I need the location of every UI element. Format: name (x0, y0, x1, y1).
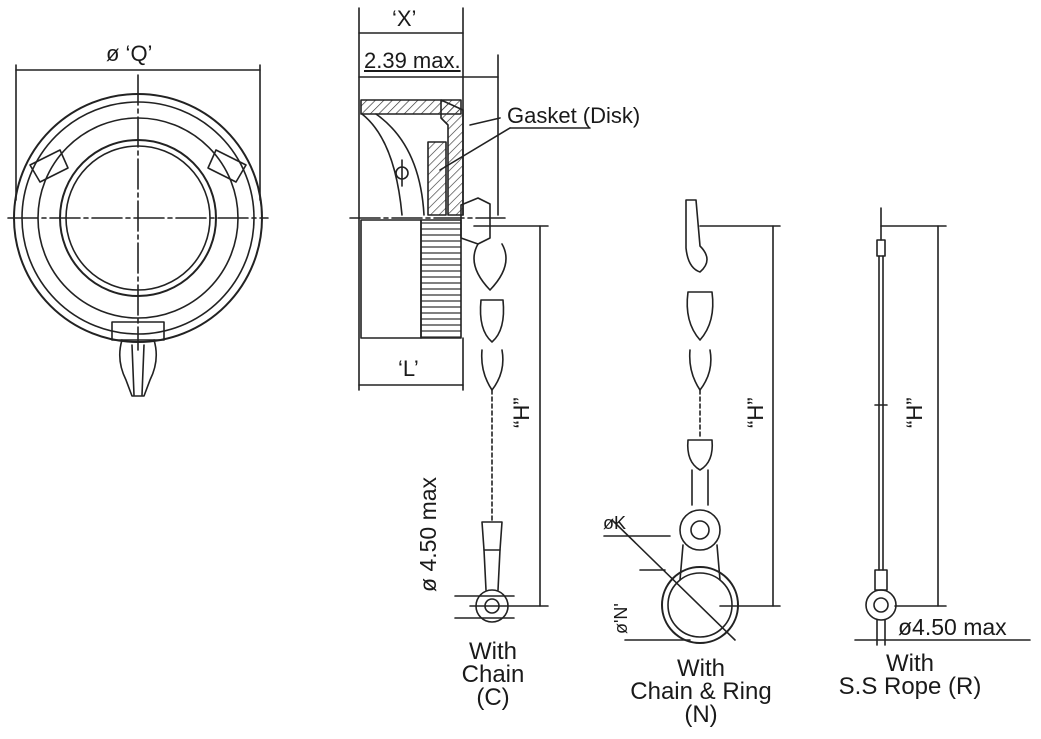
chain-tab (111, 321, 165, 341)
ring-neck (679, 544, 721, 581)
small-ring (679, 509, 721, 551)
diameter-450-label-chain: ø 4.50 max (415, 476, 441, 592)
shell-end-wall (440, 99, 464, 216)
diameter-450-label-rope: ø4.50 max (898, 614, 1007, 640)
dimension-239-label: 2.39 max. (364, 48, 461, 73)
cap-outer-circle (13, 93, 263, 343)
chain-link-3 (480, 349, 504, 391)
height-h-label-chain: “H” (509, 397, 534, 428)
inner-curve (361, 113, 403, 216)
lug-right (207, 149, 247, 183)
cap-inner-circle (37, 117, 239, 319)
chain-link-1 (473, 243, 507, 291)
gasket-disk (427, 141, 447, 216)
large-ring-inner (667, 572, 733, 638)
dimension-x-label: ‘X’ (392, 6, 417, 31)
caption-chain-ring: With Chain & Ring (N) (630, 655, 772, 728)
diameter-k-label: øK (603, 513, 627, 533)
k-leader (611, 519, 736, 641)
side-view (349, 7, 591, 391)
cap-rim-circle (21, 101, 255, 335)
chain-link-inner (131, 344, 145, 396)
chain-link-n3 (686, 439, 714, 471)
chain-link-n2 (688, 349, 712, 391)
chain-variant (454, 225, 549, 623)
knurled-ring (420, 219, 462, 339)
rope-end-hole (873, 597, 889, 613)
height-h-label-ring: “H” (743, 397, 768, 428)
inner-curve-2 (375, 113, 425, 216)
chain-link-4 (481, 521, 503, 551)
cap-bore-inner-circle (65, 145, 211, 291)
rope-variant (854, 207, 1031, 646)
caption-rope: With S.S Rope (R) (838, 650, 982, 700)
lower-shell (360, 219, 422, 339)
front-view (7, 64, 269, 397)
height-h-label-rope: “H” (902, 397, 927, 428)
diameter-n-label: ø'N' (611, 603, 631, 634)
rope-crimp-top (876, 239, 886, 257)
gasket-leader (439, 127, 511, 171)
caption-chain: With Chain (C) (461, 638, 525, 711)
shell-top-wall (360, 99, 462, 115)
chain-ring-variant (603, 199, 781, 644)
rope-end-ring (865, 589, 897, 621)
chain-link-n1 (686, 291, 714, 341)
large-ring (661, 566, 739, 644)
rope-crimp-bottom (874, 569, 888, 591)
chain-anchor (460, 197, 491, 245)
chain-link-2 (479, 299, 505, 343)
gasket-leader-stub (469, 117, 501, 126)
chain-tail (483, 549, 501, 591)
clip (685, 199, 708, 273)
gasket-label: Gasket (Disk) (507, 103, 641, 128)
small-ring-hole (690, 520, 710, 540)
dimension-l-label: ‘L’ (398, 356, 419, 381)
cap-bore-circle (59, 139, 217, 297)
diameter-q-label: ø ‘Q’ (106, 41, 153, 66)
lug-left (29, 149, 69, 183)
chain-link-front (118, 339, 158, 397)
chain-tail-n (691, 469, 709, 506)
